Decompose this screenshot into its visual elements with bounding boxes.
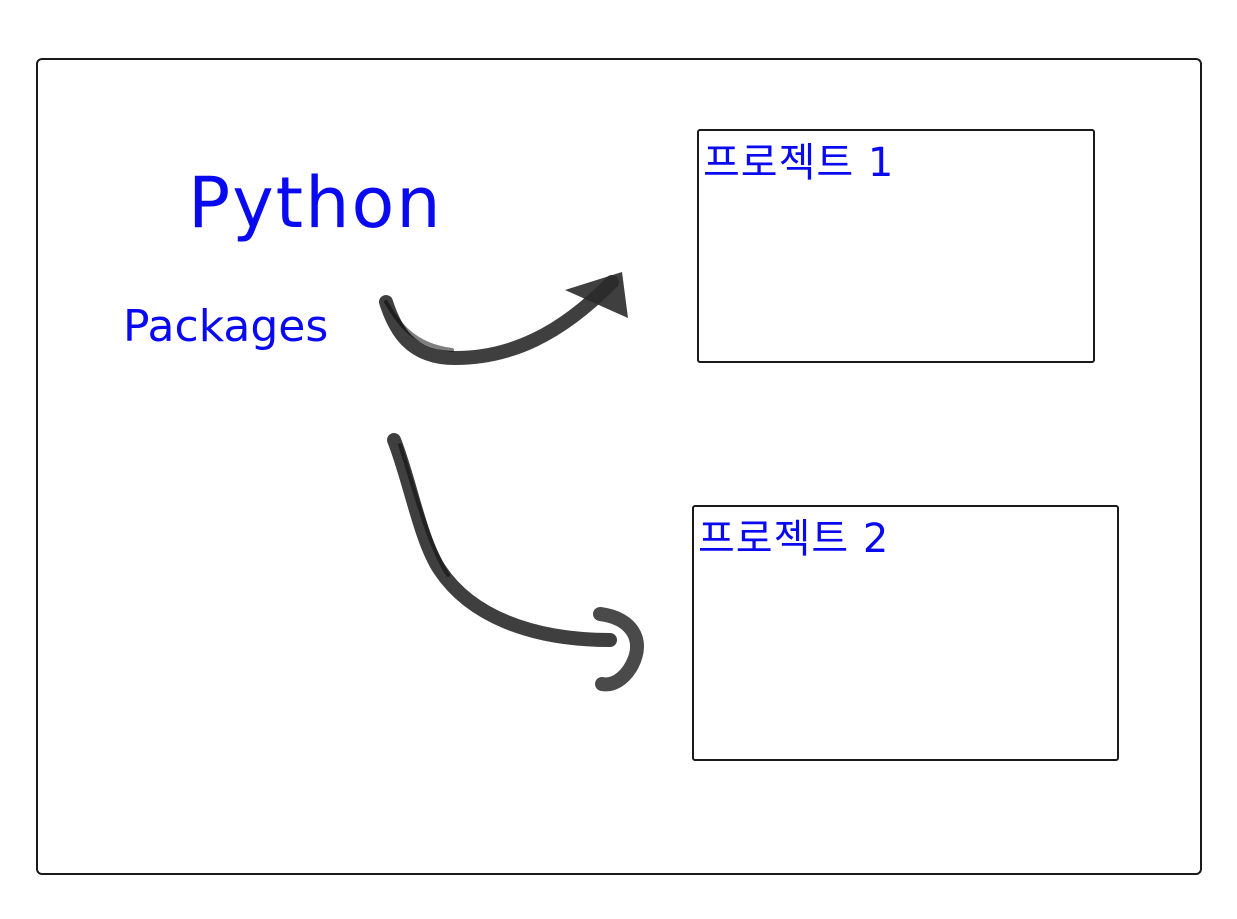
arrow-to-project-1 bbox=[379, 272, 628, 366]
project-label-2: 프로젝트 2 bbox=[698, 516, 890, 562]
arrow-to-project-2 bbox=[387, 433, 644, 692]
canvas-frame bbox=[36, 58, 1202, 875]
packages-label: Packages bbox=[123, 301, 329, 352]
project-label-1: 프로젝트 1 bbox=[703, 140, 895, 186]
project-box-1: 프로젝트 1 bbox=[697, 129, 1095, 363]
project-box-2: 프로젝트 2 bbox=[692, 505, 1119, 761]
python-title: Python bbox=[188, 162, 443, 244]
